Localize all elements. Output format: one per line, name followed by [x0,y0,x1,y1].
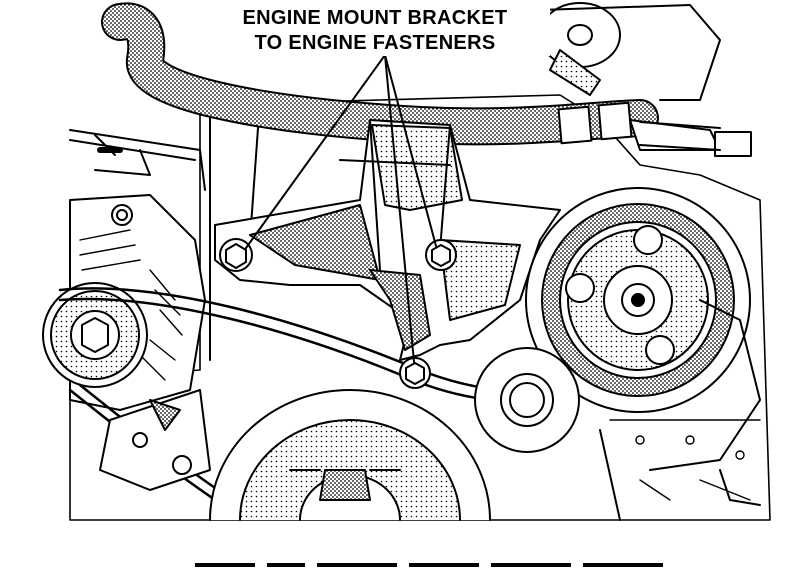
callout-line-2: TO ENGINE FASTENERS [254,32,496,54]
fastener-left [219,238,253,272]
fastener-right [425,239,457,271]
illegible-caption-strip [195,563,663,567]
leader-lines [245,54,437,363]
upper-right-pulley [539,2,621,68]
alternator-bolt [111,204,133,226]
callout-line-1: ENGINE MOUNT BRACKET [242,7,508,29]
idler-pulley [474,347,580,453]
callout-label: ENGINE MOUNT BRACKET TO ENGINE FASTENERS [200,6,550,56]
fastener-lower [399,357,431,389]
